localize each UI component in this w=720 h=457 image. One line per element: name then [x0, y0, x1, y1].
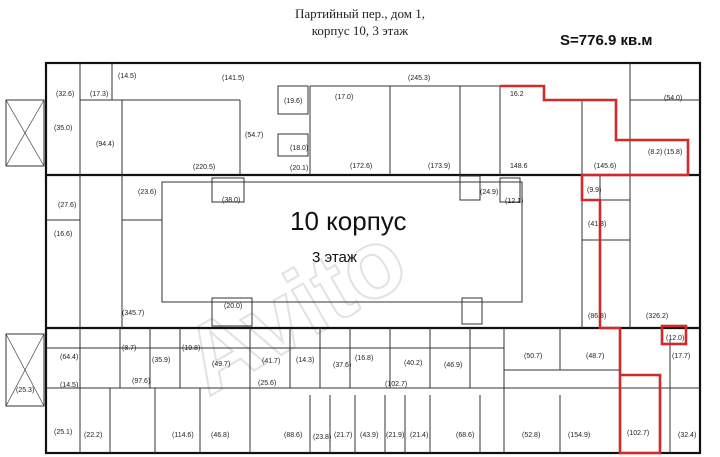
room-label: (24.9)	[480, 189, 498, 196]
room-label: (326.2)	[646, 313, 668, 320]
left-lower-stair	[5, 333, 45, 407]
room-label: (52.8)	[522, 432, 540, 439]
room-label: (41.3)	[588, 221, 606, 228]
room-label: (19.8)	[182, 345, 200, 352]
room-label: (141.5)	[222, 75, 244, 82]
room-label: (22.2)	[84, 432, 102, 439]
room-label: (68.6)	[456, 432, 474, 439]
room-label: (25.3)	[16, 387, 34, 394]
room-label: (35.9)	[152, 357, 170, 364]
header-building-floor-line: корпус 10, 3 этаж	[311, 23, 409, 38]
room-label: (50.7)	[524, 353, 542, 360]
room-label: (18.0)	[290, 145, 308, 152]
room-label: (48.7)	[586, 353, 604, 360]
room-label: (25.6)	[258, 380, 276, 387]
room-label: (173.9)	[428, 163, 450, 170]
room-label: (54.0)	[664, 95, 682, 102]
room-label: (14.5)	[60, 382, 78, 389]
room-label: (25.1)	[54, 429, 72, 436]
room-label: (43.9)	[360, 432, 378, 439]
room-label: (9.9)	[587, 187, 601, 194]
room-label: (97.6)	[132, 378, 150, 385]
room-label: (8.7)	[122, 345, 136, 352]
room-label: (20.1)	[290, 165, 308, 172]
room-label: (17.3)	[90, 91, 108, 98]
room-label: (32.6)	[56, 91, 74, 98]
room-label: (220.5)	[193, 164, 215, 171]
room-label: (17.0)	[335, 94, 353, 101]
room-label: (245.3)	[408, 75, 430, 82]
room-label: (46.9)	[444, 362, 462, 369]
building-label: 10 корпус	[290, 206, 407, 236]
room-label: (40.2)	[404, 360, 422, 367]
room-label: (15.8)	[664, 149, 682, 156]
room-label: (49.7)	[212, 361, 230, 368]
header-address-line: Партийный пер., дом 1,	[294, 6, 426, 21]
room-label: (172.6)	[350, 163, 372, 170]
room-label: (54.7)	[245, 132, 263, 139]
room-label: (19.6)	[284, 98, 302, 105]
room-label: (16.6)	[54, 231, 72, 238]
room-label: (21.9)	[386, 432, 404, 439]
total-area-label: S=776.9 кв.м	[560, 32, 653, 49]
room-label: (20.0)	[224, 303, 242, 310]
room-label: 16.2	[510, 91, 524, 98]
room-label: (345.7)	[122, 310, 144, 317]
room-label: (23.8)	[313, 434, 331, 441]
room-label: (12.1)	[505, 198, 523, 205]
floor-label: 3 этаж	[312, 249, 357, 266]
building-outline	[44, 61, 702, 455]
room-label: (32.4)	[678, 432, 696, 439]
room-label: (14.5)	[118, 73, 136, 80]
left-upper-stair	[5, 99, 45, 167]
room-label: (145.6)	[594, 163, 616, 170]
room-label: (16.8)	[355, 355, 373, 362]
room-label: (88.6)	[284, 432, 302, 439]
room-label: 148.6	[510, 163, 528, 170]
room-label: (27.6)	[58, 202, 76, 209]
room-label: (64.4)	[60, 354, 78, 361]
highlighted-small-room	[660, 324, 688, 346]
room-label: (102.7)	[385, 381, 407, 388]
room-label: (41.7)	[262, 358, 280, 365]
room-label: (154.9)	[568, 432, 590, 439]
room-label: (86.8)	[588, 313, 606, 320]
highlighted-unit-outline	[500, 84, 690, 455]
room-label: (94.4)	[96, 141, 114, 148]
room-label: (37.6)	[333, 362, 351, 369]
room-label: (17.7)	[672, 353, 690, 360]
central-atrium	[161, 181, 523, 303]
room-label: (21.7)	[334, 432, 352, 439]
room-label: (35.0)	[54, 125, 72, 132]
room-label: (21.4)	[410, 432, 428, 439]
room-label: (8.2)	[648, 149, 662, 156]
room-label: (102.7)	[627, 430, 649, 437]
room-label: (12.0)	[666, 335, 684, 342]
room-label: (46.8)	[211, 432, 229, 439]
room-label: (14.3)	[296, 357, 314, 364]
room-label: (38.0)	[222, 197, 240, 204]
room-label: (23.6)	[138, 189, 156, 196]
room-label: (114.6)	[172, 432, 194, 439]
